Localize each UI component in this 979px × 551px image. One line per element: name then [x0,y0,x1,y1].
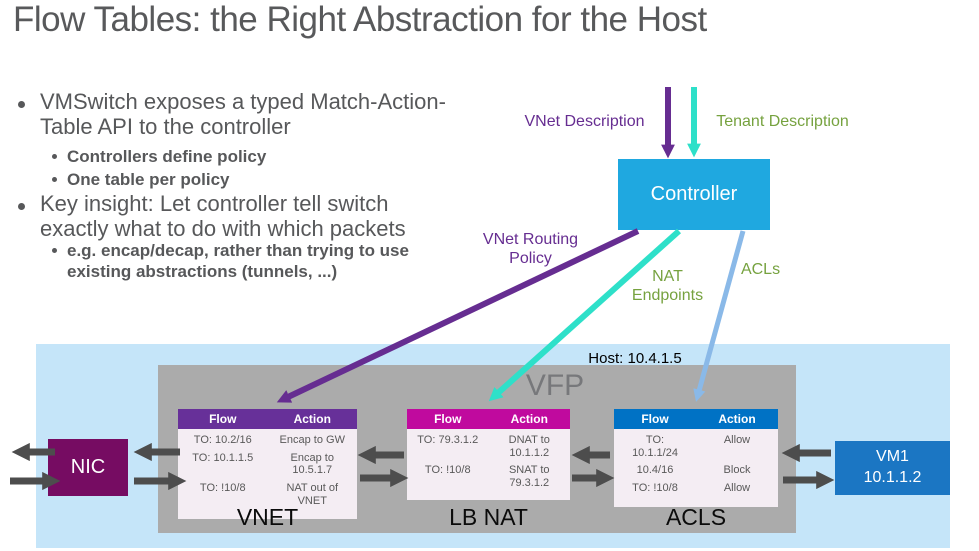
bullet-text: Controllers define policy [67,147,267,166]
vm1-box: VM1 10.1.1.2 [835,441,950,495]
column-header-flow: Flow [641,412,669,426]
bullet-encap-decap: e.g. encap/decap, rather than trying to … [52,240,452,283]
lbnat-flow-table: Flow Action TO: 79.3.1.2 DNAT to 10.1.1.… [407,409,570,500]
lbnat-table-label: LB NAT [449,504,528,530]
table-row: TO: 10.1.1.5 Encap to 10.5.1.7 [192,451,334,477]
column-header-action: Action [293,412,331,426]
vnet-table-header: Flow Action [178,409,357,429]
lbnat-table-header: Flow Action [407,409,570,429]
lbnat-table-body: TO: 79.3.1.2 DNAT to 10.1.1.2 TO: !10/8 … [407,429,570,500]
nic-label: NIC [70,456,106,478]
bullet-text: One table per policy [67,170,230,189]
acls-label: ACLs [740,261,781,278]
bullet-one-table-per-policy: One table per policy [52,169,472,190]
tenant-description-label: Tenant Description [716,113,849,130]
column-header-action: Action [718,412,756,426]
bullet-key-insight: Key insight: Let controller tell switch … [18,191,463,241]
nat-endpoints-label: NAT Endpoints [631,268,704,305]
table-row: TO: 79.3.1.2 DNAT to 10.1.1.2 [417,434,550,459]
slide-title: Flow Tables: the Right Abstraction for t… [13,0,707,39]
table-row: TO: 10.2/16 Encap to GW [193,434,345,446]
vnet-flow-table: Flow Action TO: 10.2/16 Encap to GW TO: … [178,409,357,519]
acls-table-label: ACLS [665,504,727,530]
nic-box: NIC [48,439,128,496]
vfp-label: VFP [525,369,585,402]
vnet-description-label: VNet Description [524,113,645,130]
vm1-label: VM1 10.1.1.2 [863,448,922,486]
vnet-routing-policy-label: VNet Routing Policy [482,231,579,268]
bullet-vmswitch: VMSwitch exposes a typed Match-Action-Ta… [18,89,480,139]
bullet-dot [18,101,25,108]
bullet-text: e.g. encap/decap, rather than trying to … [67,241,409,282]
acls-table-body: TO: 10.1.1/24 Allow 10.4/16 Block TO: !1… [614,429,778,507]
column-header-flow: Flow [209,412,237,426]
bullet-text: Key insight: Let controller tell switch … [40,191,406,241]
controller-label: Controller [650,183,738,205]
table-row: TO: !10/8 SNAT to 79.3.1.2 [424,464,550,489]
table-row: TO: !10/8 Allow [632,481,751,494]
table-row: TO: !10/8 NAT out of VNET [199,481,339,507]
bullet-dot [52,248,57,253]
acls-table-header: Flow Action [614,409,778,429]
bullet-dot [18,203,25,210]
bullet-text: VMSwitch exposes a typed Match-Action-Ta… [40,89,446,139]
controller-box: Controller [618,159,770,230]
acls-flow-table: Flow Action TO: 10.1.1/24 Allow 10.4/16 … [614,409,778,507]
column-header-flow: Flow [434,412,462,426]
bullet-controllers-define-policy: Controllers define policy [52,146,472,167]
column-header-action: Action [510,412,548,426]
table-row: TO: 10.1.1/24 Allow [632,434,751,459]
bullet-dot [52,177,57,182]
vnet-table-label: VNET [236,504,299,530]
bullet-dot [52,154,57,159]
table-row: 10.4/16 Block [636,464,751,477]
vnet-table-body: TO: 10.2/16 Encap to GW TO: 10.1.1.5 Enc… [178,429,357,519]
